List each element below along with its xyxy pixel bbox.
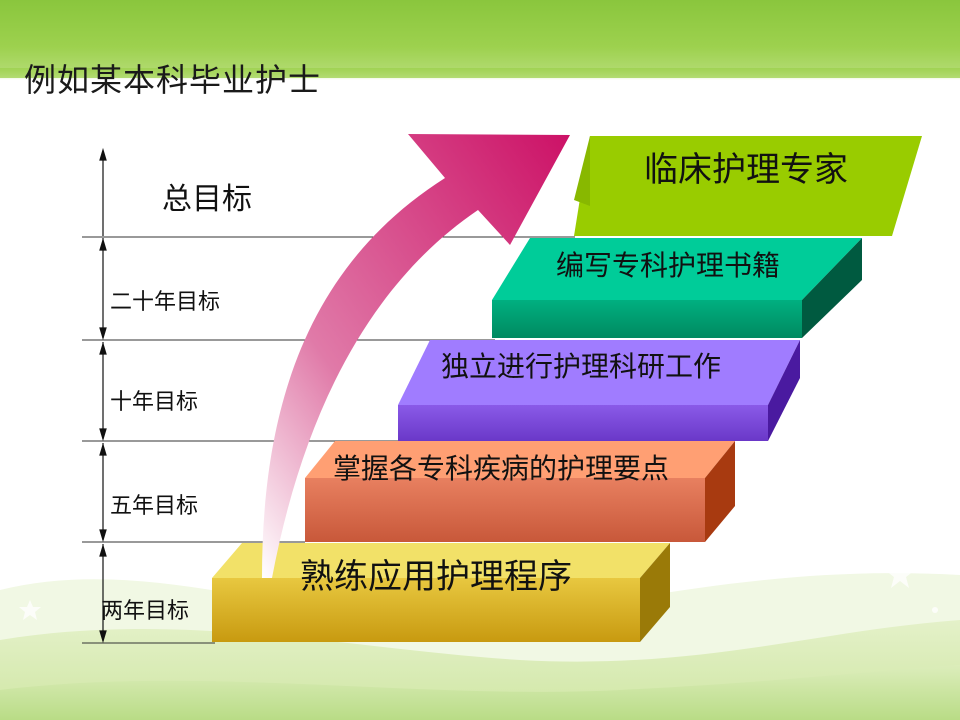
step-2-front <box>492 300 802 338</box>
step-2-side <box>802 238 862 338</box>
step-5-side <box>640 543 670 642</box>
step-3-side <box>768 340 800 441</box>
overall-goal-label: 总目标 <box>162 182 252 217</box>
step-3-front <box>398 405 768 441</box>
level-label-10yr: 十年目标 <box>110 390 199 415</box>
step-4-label: 掌握各专科疾病的护理要点 <box>333 452 670 485</box>
step-2-top <box>492 238 862 300</box>
growth-arrow <box>262 134 570 578</box>
step-5-top <box>212 543 670 578</box>
step-1-label: 临床护理专家 <box>644 150 848 190</box>
step-4-side <box>705 441 735 542</box>
step-3-label: 独立进行护理科研工作 <box>441 350 722 383</box>
step-1-top <box>574 136 922 236</box>
level-label-20yr: 二十年目标 <box>110 290 221 315</box>
step-5-label: 熟练应用护理程序 <box>300 557 572 597</box>
step-1-edge <box>574 136 590 206</box>
level-label-5yr: 五年目标 <box>110 494 199 519</box>
step-4-front <box>305 478 705 542</box>
step-5-front <box>212 578 640 642</box>
slide-title: 例如某本科毕业护士 <box>24 61 322 99</box>
step-2-label: 编写专科护理书籍 <box>556 249 781 282</box>
header-band-fade <box>0 68 960 80</box>
step-3-top <box>398 340 800 405</box>
step-4-top <box>305 441 735 478</box>
header-band <box>0 0 960 78</box>
level-label-2yr: 两年目标 <box>101 599 190 624</box>
